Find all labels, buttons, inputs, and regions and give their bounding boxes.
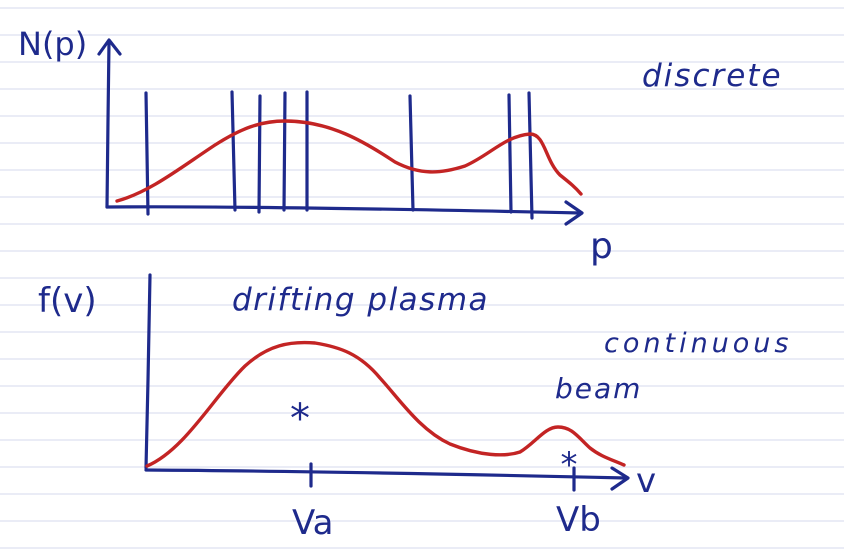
bottom-y-label: f(v) bbox=[38, 281, 97, 321]
bottom-y-axis bbox=[144, 273, 152, 470]
bottom-x-label: v bbox=[636, 461, 656, 501]
top-plot: N(p) p discrete bbox=[18, 25, 783, 267]
marker-va: * bbox=[290, 396, 310, 442]
discrete-line bbox=[408, 94, 415, 212]
bottom-plot: * * f(v) v drifting plasma continuous be… bbox=[38, 273, 793, 543]
discrete-annotation: discrete bbox=[642, 58, 783, 94]
drifting-plasma-annotation: drifting plasma bbox=[232, 282, 489, 318]
top-y-axis bbox=[105, 40, 111, 209]
discrete-line bbox=[527, 91, 534, 220]
beam-annotation: beam bbox=[555, 372, 642, 405]
bottom-x-axis-arrowhead bbox=[610, 466, 630, 491]
discrete-line bbox=[144, 91, 150, 216]
ruled-lines bbox=[0, 7, 844, 549]
discrete-line bbox=[282, 91, 287, 212]
bottom-x-axis bbox=[144, 468, 628, 480]
continuous-annotation: continuous bbox=[604, 328, 793, 359]
bottom-distribution-curve bbox=[145, 340, 626, 468]
discrete-line bbox=[257, 94, 262, 214]
top-y-label: N(p) bbox=[18, 25, 87, 63]
tick-label-vb: Vb bbox=[556, 500, 601, 540]
discrete-line bbox=[507, 93, 513, 214]
marker-vb: * bbox=[561, 445, 578, 485]
top-x-axis bbox=[105, 205, 582, 215]
discrete-line bbox=[230, 90, 237, 212]
top-distribution-curve bbox=[115, 119, 583, 203]
top-x-axis-arrowhead bbox=[564, 200, 584, 226]
tick-label-va: Va bbox=[292, 503, 333, 543]
top-x-label: p bbox=[590, 226, 613, 267]
discrete-lines bbox=[144, 90, 534, 220]
top-y-axis-arrowhead bbox=[97, 38, 122, 56]
